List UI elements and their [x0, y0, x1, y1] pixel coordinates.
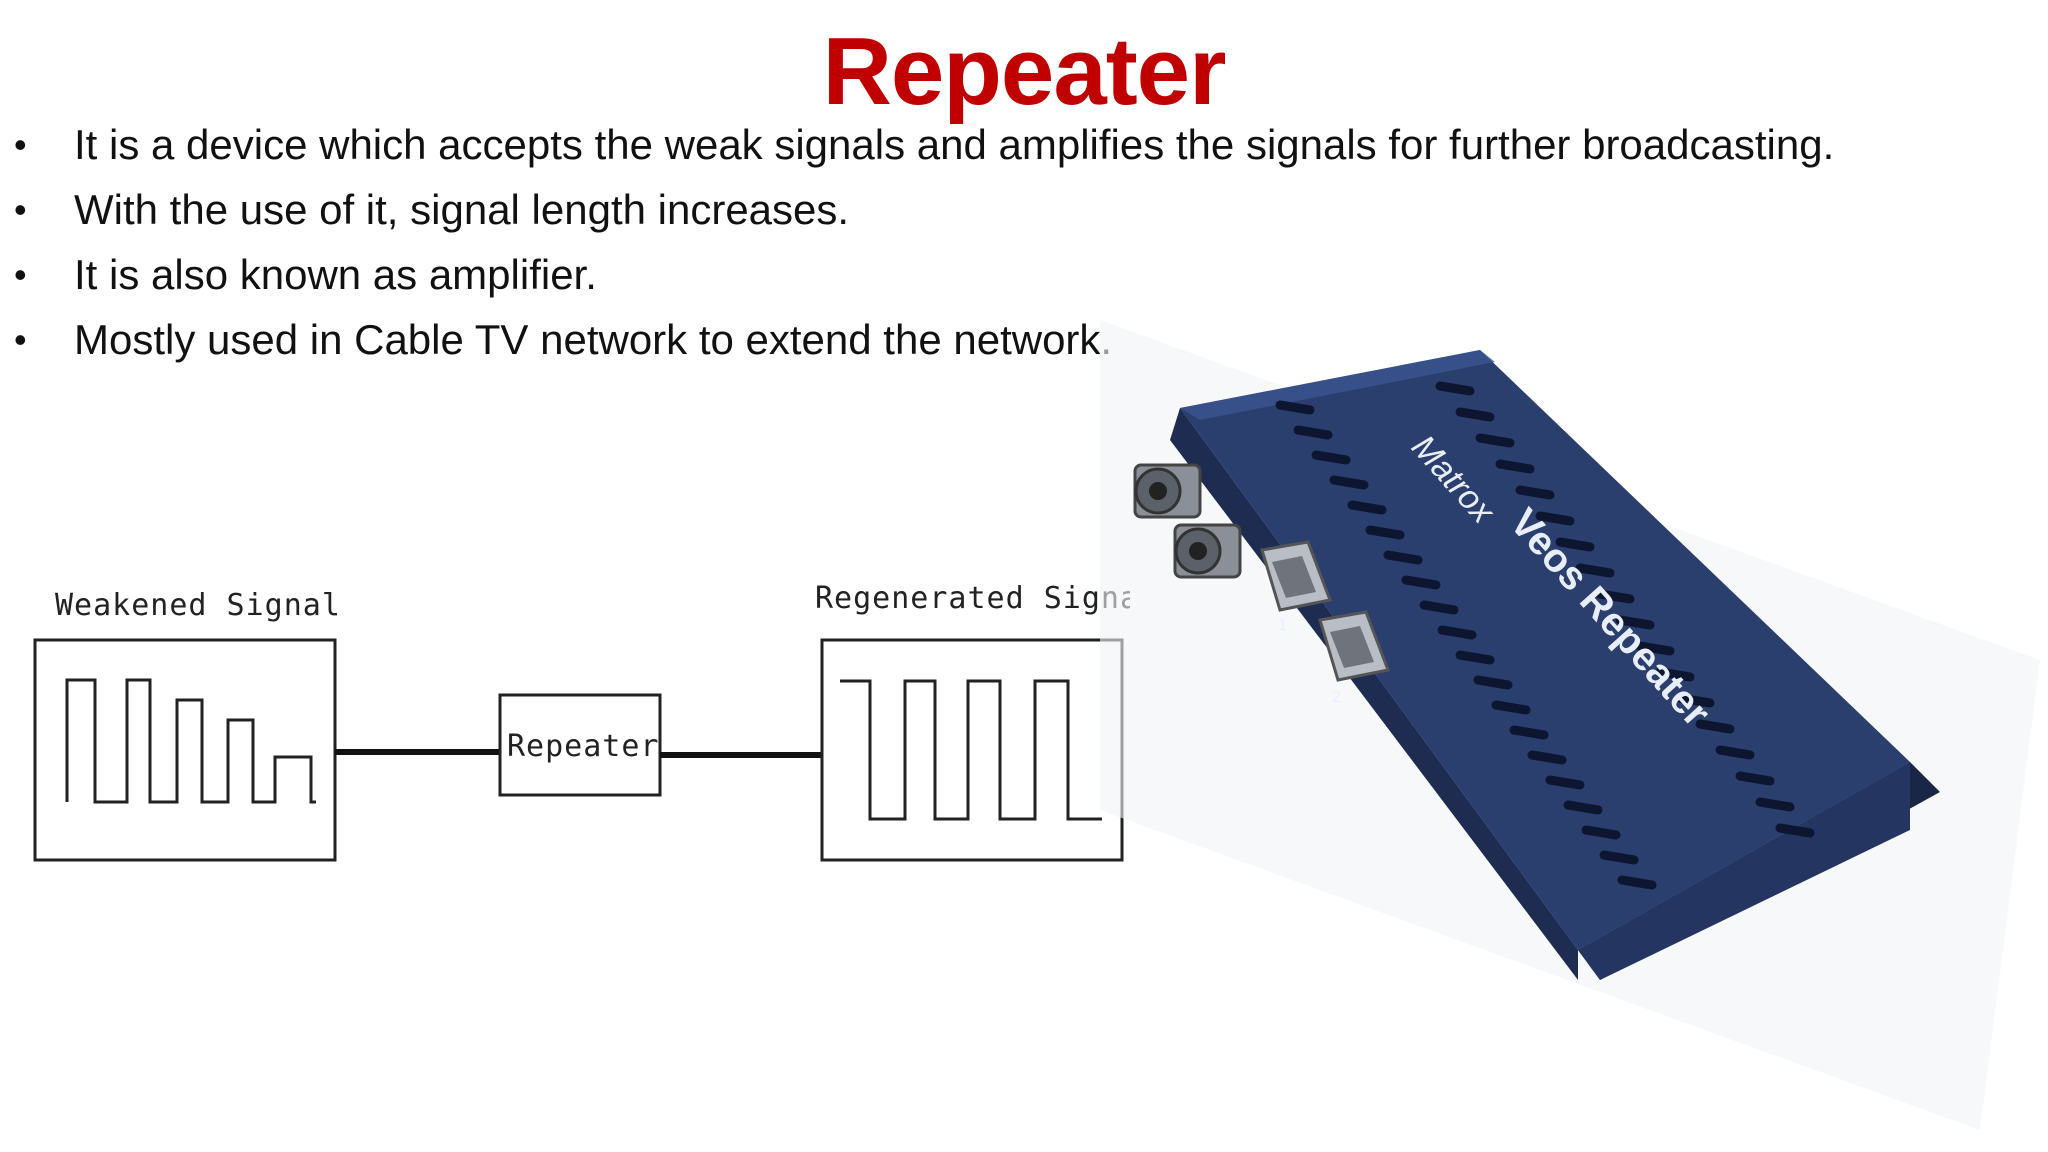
- repeater-box: [498, 693, 662, 797]
- bullet-item: • With the use of it, signal length incre…: [0, 177, 2040, 242]
- weakened-waveform: [65, 678, 316, 804]
- port-2-label: 2: [1332, 689, 1341, 706]
- bullet-dot-icon: •: [14, 319, 27, 360]
- weakened-signal-box: [33, 638, 337, 862]
- vent-slots: [1275, 381, 1815, 890]
- repeater-device-image: Matrox Veos Repeater 1 2: [1100, 320, 2040, 1130]
- regenerated-signal-label: Regenerated Signal: [815, 581, 1130, 616]
- bullet-text: Mostly used in Cable TV network to exten…: [74, 316, 1113, 363]
- bullet-text: It is also known as amplifier.: [74, 251, 597, 298]
- ethernet-port-icon: [1318, 610, 1391, 682]
- bullet-item: • It is also known as amplifier.: [0, 242, 2040, 307]
- bullet-text: With the use of it, signal length increa…: [74, 186, 850, 233]
- signal-diagram: Weakened Signal Repeater Regenerated Sig…: [33, 581, 1130, 862]
- bnc-connector-icon: [1133, 463, 1202, 519]
- device-front-face: [1578, 762, 1910, 980]
- bnc-connector-icon: [1173, 523, 1242, 579]
- bullet-item: • Mostly used in Cable TV network to exte…: [0, 307, 2040, 372]
- port-1-label: 1: [1278, 617, 1287, 634]
- bullet-dot-icon: •: [14, 124, 27, 165]
- regenerated-waveform: [840, 679, 1102, 821]
- repeater-box-label: Repeater: [507, 729, 660, 764]
- device-highlight: [1180, 350, 1495, 420]
- bullet-dot-icon: •: [14, 254, 27, 295]
- ethernet-port-icon: [1260, 540, 1333, 612]
- slide-title: Repeater: [822, 18, 1227, 125]
- bullet-dot-icon: •: [14, 189, 27, 230]
- device-top-face: [1180, 350, 1910, 950]
- weakened-signal-label: Weakened Signal: [55, 588, 341, 623]
- bullet-text: It is a device which accepts the weak si…: [74, 121, 1835, 168]
- bullet-item: • It is a device which accepts the weak s…: [0, 112, 2040, 177]
- bullet-list: • It is a device which accepts the weak s…: [0, 112, 2040, 372]
